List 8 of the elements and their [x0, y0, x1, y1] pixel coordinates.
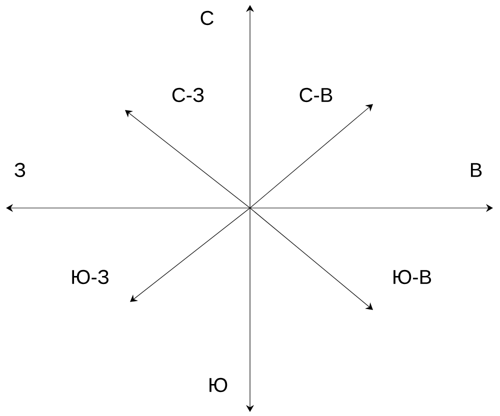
direction-label: Ю-В	[394, 270, 432, 284]
direction-label: С-З	[172, 88, 204, 102]
direction-label: Ю	[210, 378, 228, 392]
direction-label: Ю-З	[72, 270, 108, 284]
direction-label: С	[200, 10, 214, 26]
direction-label: С-В	[300, 88, 332, 102]
direction-label: З	[14, 162, 26, 178]
direction-label: В	[470, 163, 482, 177]
